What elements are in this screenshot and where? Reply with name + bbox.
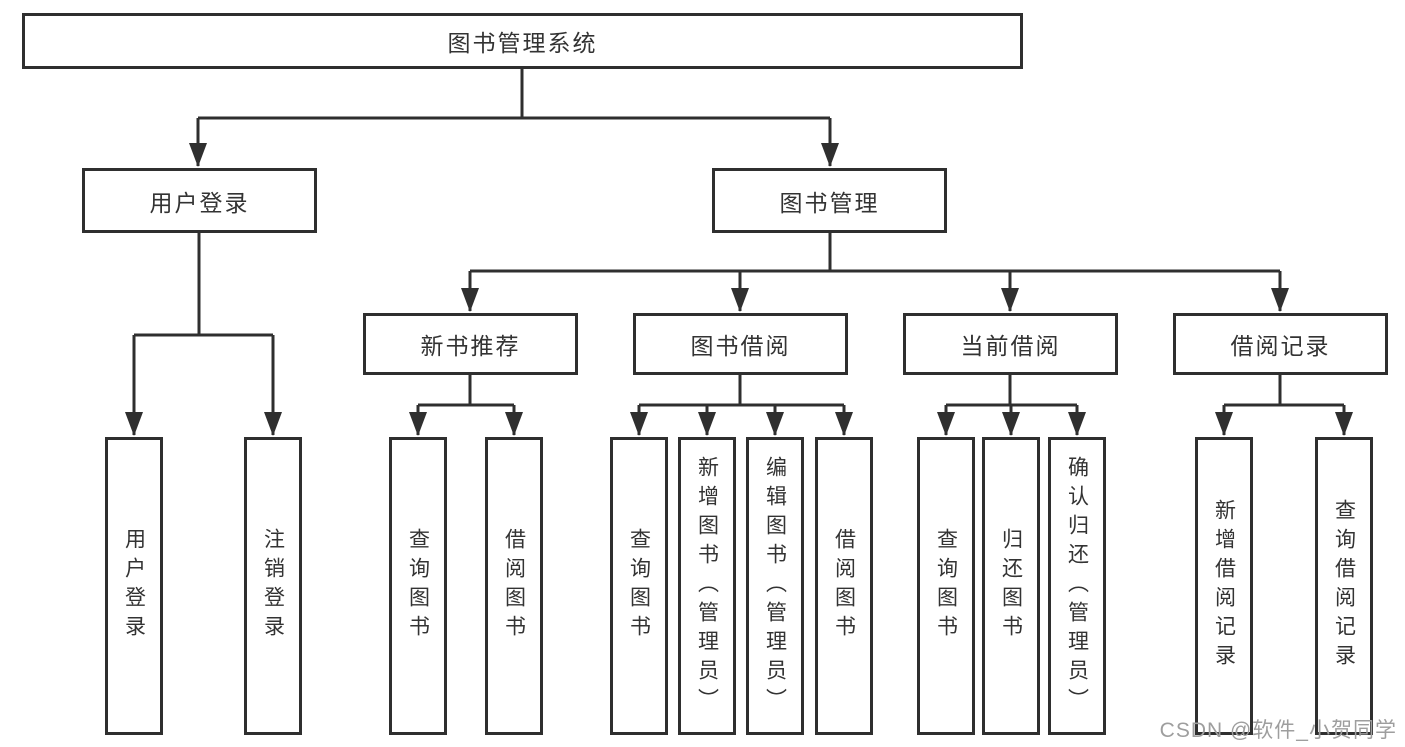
leaf-confirm-return-admin: 确认归还（管理员） [1048,437,1106,735]
csdn-watermark: CSDN @软件_小贺同学 [1159,719,1397,742]
leaf-add-borrow-record: 新增借阅记录 [1195,437,1253,735]
leaf-query-books-recommend: 查询图书 [389,437,447,735]
leaf-add-books-admin: 新增图书（管理员） [678,437,736,735]
node-borrow-records: 借阅记录 [1173,313,1388,375]
leaf-query-books-current: 查询图书 [917,437,975,735]
node-new-book-recommend: 新书推荐 [363,313,578,375]
node-user-login: 用户登录 [82,168,317,233]
node-current-borrow: 当前借阅 [903,313,1118,375]
leaf-borrow-books-recommend: 借阅图书 [485,437,543,735]
leaf-return-books: 归还图书 [982,437,1040,735]
node-book-management: 图书管理 [712,168,947,233]
node-book-borrow: 图书借阅 [633,313,848,375]
leaf-query-borrow-record: 查询借阅记录 [1315,437,1373,735]
tree-branch-lines [134,69,1344,407]
leaf-query-books-borrow: 查询图书 [610,437,668,735]
node-book-management-system: 图书管理系统 [22,13,1023,69]
leaf-logout-login: 注销登录 [244,437,302,735]
leaf-borrow-books-borrow: 借阅图书 [815,437,873,735]
leaf-user-login: 用户登录 [105,437,163,735]
leaf-edit-books-admin: 编辑图书（管理员） [746,437,804,735]
